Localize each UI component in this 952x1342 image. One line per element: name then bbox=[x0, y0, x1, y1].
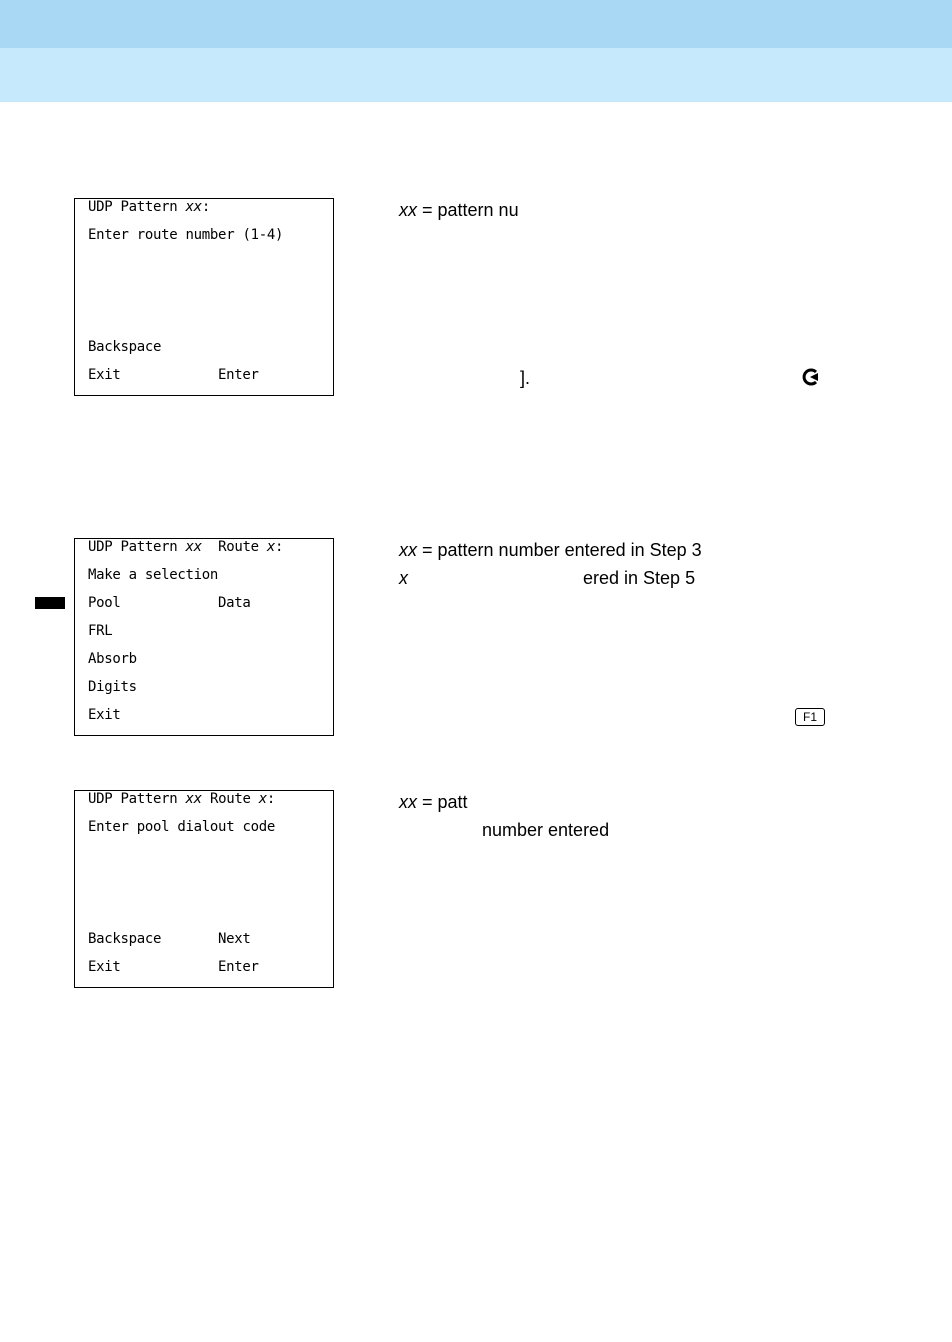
exit-button[interactable]: Exit bbox=[88, 707, 121, 723]
enter-button[interactable]: Enter bbox=[218, 367, 259, 383]
digits-option[interactable]: Digits bbox=[88, 679, 137, 695]
section-tab-marker bbox=[35, 597, 65, 609]
screen-title: UDP Pattern xx Route x: bbox=[88, 791, 275, 807]
return-arrow-icon bbox=[802, 368, 818, 386]
f1-key-icon: F1 bbox=[795, 708, 825, 726]
header-band-bottom bbox=[0, 48, 952, 102]
backspace-button[interactable]: Backspace bbox=[88, 931, 162, 947]
screen-prompt: Make a selection bbox=[88, 567, 219, 583]
frl-option[interactable]: FRL bbox=[88, 623, 113, 639]
screen-title: UDP Pattern xx Route x: bbox=[88, 539, 284, 555]
display-screen-pool-dialout: UDP Pattern xx Route x: Enter pool dialo… bbox=[74, 790, 334, 988]
note-pattern-1: xx = pattern nu bbox=[399, 200, 519, 220]
next-button[interactable]: Next bbox=[218, 931, 251, 947]
note-route-fragment: ered in Step 5 bbox=[583, 568, 696, 588]
screen-title: UDP Pattern xx: bbox=[88, 199, 210, 215]
absorb-option[interactable]: Absorb bbox=[88, 651, 137, 667]
header-band-top bbox=[0, 0, 952, 48]
screen-prompt: Enter pool dialout code bbox=[88, 819, 275, 835]
backspace-button[interactable]: Backspace bbox=[88, 339, 162, 355]
pool-option[interactable]: Pool bbox=[88, 595, 121, 611]
note-pattern-3: xx = patt bbox=[399, 792, 468, 812]
note-route-var: x bbox=[399, 568, 408, 588]
display-screen-route-selection: UDP Pattern xx Route x: Make a selection… bbox=[74, 538, 334, 736]
enter-button[interactable]: Enter bbox=[218, 959, 259, 975]
note-number-fragment: number entered bbox=[482, 820, 610, 840]
data-option[interactable]: Data bbox=[218, 595, 251, 611]
display-screen-route-number: UDP Pattern xx: Enter route number (1-4)… bbox=[74, 198, 334, 396]
exit-button[interactable]: Exit bbox=[88, 959, 121, 975]
note-fragment-1: ]. bbox=[520, 368, 531, 388]
note-pattern-2: xx = pattern number entered in Step 3 bbox=[399, 540, 702, 560]
screen-prompt: Enter route number (1-4) bbox=[88, 227, 284, 243]
exit-button[interactable]: Exit bbox=[88, 367, 121, 383]
